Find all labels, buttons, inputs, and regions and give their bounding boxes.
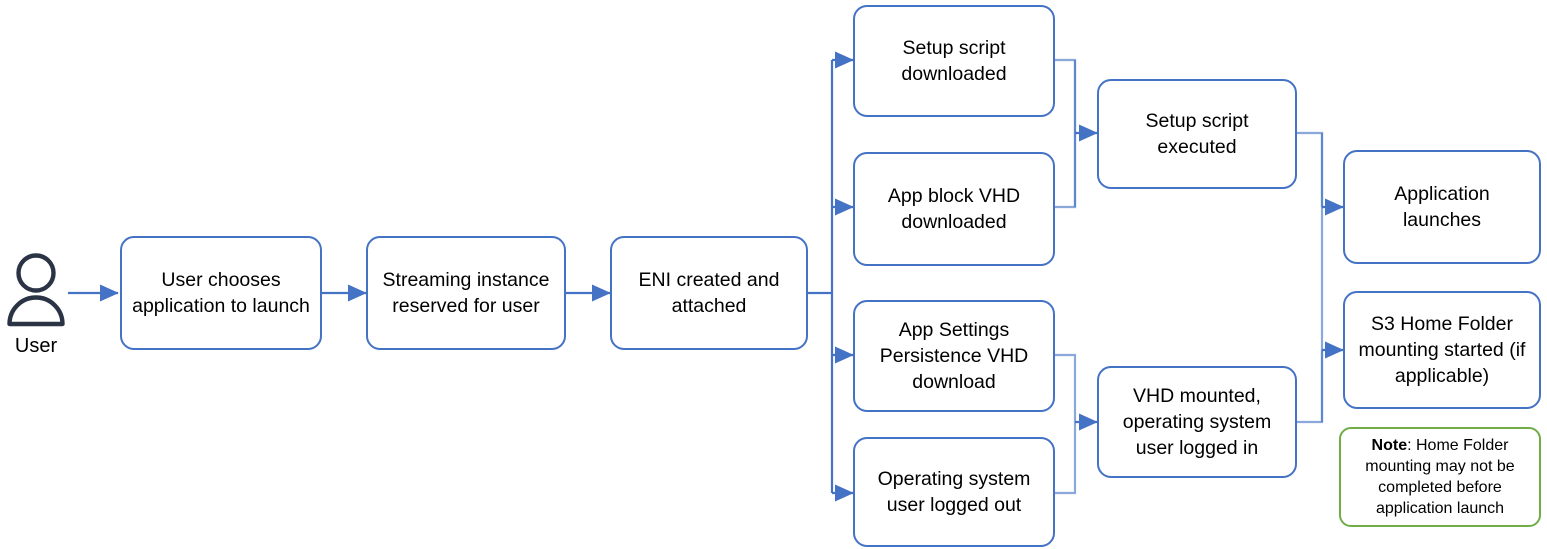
node-label: Streaming instance reserved for user: [382, 268, 550, 317]
merge-top-bracket: [1055, 58, 1077, 209]
node-eni-created-attached[interactable]: ENI created and attached: [610, 236, 808, 350]
node-user-chooses-application[interactable]: User chooses application to launch: [120, 236, 322, 350]
node-setup-script-executed[interactable]: Setup script executed: [1097, 79, 1297, 189]
note-box-home-folder-mounting: Note: Home Folder mounting may not be co…: [1339, 427, 1541, 527]
note-text: Note: Home Folder mounting may not be co…: [1351, 435, 1529, 519]
actor-user: User: [4, 250, 68, 358]
wire-vhd-mounted-out: [1297, 350, 1324, 424]
node-operating-system-user-logged-out[interactable]: Operating system user logged out: [853, 437, 1055, 547]
note-separator: :: [1407, 436, 1416, 454]
node-application-launches[interactable]: Application launches: [1343, 150, 1541, 264]
node-setup-script-downloaded[interactable]: Setup script downloaded: [853, 5, 1055, 117]
node-app-settings-persistence-vhd-download[interactable]: App Settings Persistence VHD download: [853, 300, 1055, 412]
node-label: Setup script downloaded: [901, 36, 1007, 85]
node-label: S3 Home Folder mounting started (if appl…: [1358, 312, 1526, 388]
wire-setup-executed-out: [1297, 131, 1324, 207]
user-person-icon: [7, 253, 65, 327]
node-s3-home-folder-mounting[interactable]: S3 Home Folder mounting started (if appl…: [1343, 291, 1541, 409]
merge-bottom-bracket: [1055, 353, 1077, 495]
node-label: VHD mounted, operating system user logge…: [1122, 384, 1272, 460]
node-label: Setup script executed: [1145, 109, 1249, 158]
node-label: App block VHD downloaded: [887, 184, 1021, 233]
node-label: Application launches: [1394, 182, 1490, 231]
node-label: User chooses application to launch: [132, 268, 310, 317]
note-body: Home Folder mounting may not be complete…: [1365, 436, 1515, 518]
node-label: Operating system user logged out: [877, 467, 1031, 516]
actor-user-label: User: [14, 335, 58, 357]
note-prefix: Note: [1371, 436, 1408, 454]
node-vhd-mounted-user-logged-in[interactable]: VHD mounted, operating system user logge…: [1097, 366, 1297, 478]
node-label: App Settings Persistence VHD download: [879, 318, 1029, 394]
node-app-block-vhd-downloaded[interactable]: App block VHD downloaded: [853, 152, 1055, 266]
node-streaming-instance-reserved[interactable]: Streaming instance reserved for user: [366, 236, 566, 350]
node-label: ENI created and attached: [638, 268, 780, 317]
